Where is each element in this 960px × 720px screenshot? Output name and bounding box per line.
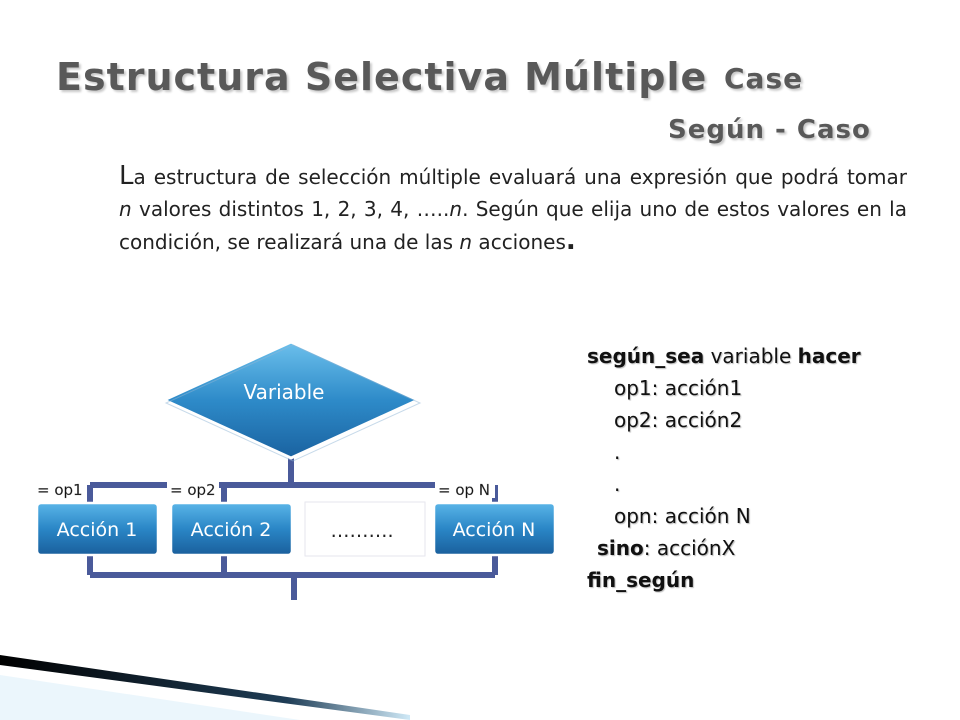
pseudocode-line-op2: op2: acción2 bbox=[614, 408, 743, 432]
action-box-ellipsis: ………. bbox=[304, 501, 426, 557]
keyword-fin-segun: fin_según bbox=[587, 568, 695, 592]
para-n-2: n bbox=[449, 197, 463, 221]
keyword-sino: sino bbox=[597, 536, 644, 560]
para-n-3: n bbox=[459, 230, 473, 254]
pseudocode-line-opn: opn: acción N bbox=[614, 504, 751, 528]
action-label-1: Acción 1 bbox=[57, 519, 138, 541]
slide-title: Estructura Selectiva Múltiple bbox=[56, 55, 708, 99]
pseudocode-line-dot-1: . bbox=[614, 440, 621, 464]
pseudocode-block: según_sea variable hacer op1: acción1 op… bbox=[587, 340, 861, 596]
title-segun-caso: Según - Caso bbox=[668, 115, 871, 145]
keyword-segun-sea: según_sea bbox=[587, 344, 705, 368]
option-box-n bbox=[435, 473, 495, 498]
para-text-1: a estructura de selección múltiple evalu… bbox=[133, 165, 908, 189]
option-box-1 bbox=[34, 473, 86, 498]
para-text-3: . Según que elija uno de estos valores e… bbox=[119, 197, 907, 254]
action-label-n: Acción N bbox=[453, 519, 536, 541]
pseudocode-variable: variable bbox=[704, 344, 798, 368]
option-box-2 bbox=[167, 473, 219, 498]
action-label-ellipsis: ………. bbox=[330, 520, 393, 542]
title-case: Case bbox=[724, 62, 804, 95]
keyword-hacer: hacer bbox=[797, 344, 861, 368]
decorative-wedge bbox=[0, 655, 410, 720]
action-box-1: Acción 1 bbox=[35, 501, 160, 557]
action-label-2: Acción 2 bbox=[191, 519, 272, 541]
para-text-2: valores distintos 1, 2, 3, 4, ….. bbox=[131, 197, 450, 221]
option-label-n: = op N bbox=[438, 481, 490, 499]
decision-label: Variable bbox=[244, 380, 325, 404]
decision-diamond: Variable bbox=[160, 340, 422, 462]
decorative-wedge-light bbox=[0, 675, 300, 720]
pseudocode-line-sino: sino: acciónX bbox=[587, 532, 861, 564]
option-labels: = op1 = op2 = op N bbox=[34, 473, 495, 499]
para-end: . bbox=[565, 226, 576, 256]
pseudocode-line-dot-2: . bbox=[614, 472, 621, 496]
description-paragraph: La estructura de selección múltiple eval… bbox=[119, 160, 907, 258]
pseudocode-sino-action: : acciónX bbox=[643, 536, 736, 560]
dropcap: L bbox=[119, 161, 134, 191]
para-text-4: acciones bbox=[472, 230, 566, 254]
flowchart-diagram: = op1 = op2 = op N Variable Acción 1 Acc… bbox=[0, 340, 557, 720]
option-label-2: = op2 bbox=[170, 481, 216, 499]
pseudocode-line-1: según_sea variable hacer bbox=[587, 340, 861, 372]
action-box-2: Acción 2 bbox=[169, 501, 294, 557]
option-label-1: = op1 bbox=[37, 481, 83, 499]
action-box-n: Acción N bbox=[432, 501, 557, 557]
para-n-1: n bbox=[119, 197, 132, 221]
pseudocode-line-fin: fin_según bbox=[587, 564, 861, 596]
pseudocode-line-op1: op1: acción1 bbox=[614, 376, 743, 400]
